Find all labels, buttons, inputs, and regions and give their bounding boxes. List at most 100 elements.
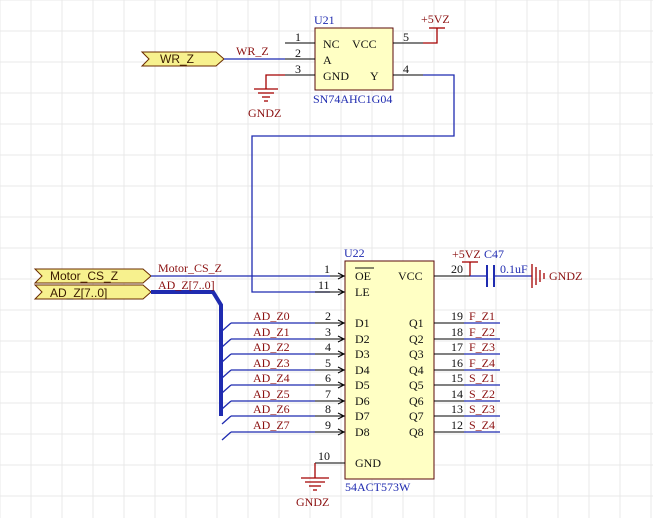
u21-pin-2-number: 2 bbox=[295, 46, 301, 60]
u21-pin-3-number: 3 bbox=[295, 62, 301, 76]
u22-part: 54ACT573W bbox=[345, 480, 411, 494]
motor-cs-port[interactable]: Motor_CS_Z bbox=[33, 268, 152, 284]
motor-cs-port-label: Motor_CS_Z bbox=[50, 269, 118, 283]
wr-net-label: WR_Z bbox=[236, 44, 269, 58]
q-net-label: S_Z1 bbox=[469, 371, 495, 385]
u21-component[interactable]: U21 SN74AHC1G04 NC VCC A GND Y 1 2 3 5 4 bbox=[285, 13, 423, 106]
u22-d-pin-number: 3 bbox=[325, 325, 331, 339]
ad-net-label: AD_Z2 bbox=[253, 340, 290, 354]
u21-y-to-le-wire bbox=[251, 74, 455, 293]
u22-d-pin-arrow bbox=[337, 381, 346, 389]
ad-net-label: AD_Z3 bbox=[253, 356, 290, 370]
u22-d-pin-label: D1 bbox=[355, 316, 370, 330]
u22-d-pin-arrow bbox=[337, 366, 346, 374]
ad-net-label: AD_Z4 bbox=[253, 371, 290, 385]
u22-d-pin-arrow bbox=[337, 350, 346, 358]
u22-power-symbol: +5VZ bbox=[452, 247, 481, 276]
u22-q-pin-label: Q1 bbox=[409, 316, 424, 330]
ad-bus bbox=[151, 290, 223, 416]
u21-ground-symbol: GNDZ bbox=[248, 74, 285, 120]
u21-pin-a-label: A bbox=[323, 53, 332, 67]
u22-d-pin-number: 2 bbox=[325, 309, 331, 323]
u22-q-pin-label: Q3 bbox=[409, 347, 424, 361]
u22-d-pin-number: 4 bbox=[325, 340, 331, 354]
u22-d-pin-number: 8 bbox=[325, 402, 331, 416]
u22-d-pin-label: D2 bbox=[355, 332, 370, 346]
q-net-label: F_Z2 bbox=[469, 325, 495, 339]
u22-d-pin-number: 7 bbox=[325, 387, 331, 401]
u22-pin-1-number: 1 bbox=[324, 262, 330, 276]
c47-ground-symbol: GNDZ bbox=[531, 264, 582, 288]
u22-pin-20-number: 20 bbox=[451, 262, 463, 276]
u21-pin-nc-label: NC bbox=[323, 37, 340, 51]
u21-designator: U21 bbox=[314, 13, 335, 27]
ad-bus-port[interactable]: AD_Z[7..0] bbox=[33, 284, 152, 300]
ad-net-label: AD_Z0 bbox=[253, 309, 290, 323]
u22-q-pin-number: 19 bbox=[451, 309, 463, 323]
ad-bus-net-label: AD_Z[7..0] bbox=[158, 278, 215, 292]
u22-d-pin-number: 6 bbox=[325, 371, 331, 385]
u22-component[interactable]: U22 54ACT573W OE LE VCC GND 1 11 20 10 A… bbox=[221, 246, 500, 494]
wr-port[interactable]: WR_Z bbox=[140, 51, 225, 67]
u22-body bbox=[344, 260, 435, 480]
u22-power-label: +5VZ bbox=[452, 247, 481, 261]
ad-net-label: AD_Z1 bbox=[253, 325, 290, 339]
u22-d-pin-label: D7 bbox=[355, 409, 370, 423]
u22-ground-label: GNDZ bbox=[296, 495, 329, 509]
bus-entry bbox=[221, 338, 232, 348]
bus-entry bbox=[221, 384, 232, 394]
q-net-label: S_Z2 bbox=[469, 387, 495, 401]
u22-d-pin-arrow bbox=[337, 335, 346, 343]
u22-q-pin-label: Q2 bbox=[409, 332, 424, 346]
u21-pin-vcc-label: VCC bbox=[352, 37, 377, 51]
c47-value: 0.1uF bbox=[500, 262, 528, 276]
u22-q-pin-number: 15 bbox=[451, 371, 463, 385]
u22-d-pin-arrow bbox=[337, 397, 346, 405]
u22-q-pin-number: 13 bbox=[451, 402, 463, 416]
q-net-label: S_Z4 bbox=[469, 418, 495, 432]
wr-port-label: WR_Z bbox=[160, 52, 194, 66]
u22-q-pin-label: Q8 bbox=[409, 425, 424, 439]
u22-d-pin-label: D4 bbox=[355, 363, 370, 377]
bus-entry bbox=[221, 400, 232, 410]
u22-d-pin-label: D3 bbox=[355, 347, 370, 361]
q-net-label: S_Z3 bbox=[469, 402, 495, 416]
u21-pin-4-number: 4 bbox=[403, 62, 409, 76]
u22-d-pin-arrow bbox=[337, 319, 346, 327]
u22-q-pin-label: Q6 bbox=[409, 394, 424, 408]
u22-pin-gnd-label: GND bbox=[355, 456, 381, 470]
ad-net-label: AD_Z5 bbox=[253, 387, 290, 401]
u22-d-pin-arrow bbox=[337, 412, 346, 420]
u22-q-pin-number: 12 bbox=[451, 418, 463, 432]
u21-body bbox=[314, 27, 394, 91]
u22-pin-le-label: LE bbox=[355, 285, 370, 299]
bus-entry bbox=[221, 431, 232, 441]
motor-cs-net-label: Motor_CS_Z bbox=[158, 261, 222, 275]
ad-net-label: AD_Z7 bbox=[253, 418, 290, 432]
u22-pin-1-arrow bbox=[337, 272, 346, 280]
c47-capacitor[interactable]: C47 0.1uF bbox=[470, 247, 532, 287]
u21-pin-gnd-label: GND bbox=[323, 69, 349, 83]
u22-q-pin-number: 16 bbox=[451, 356, 463, 370]
u21-part: SN74AHC1G04 bbox=[313, 92, 392, 106]
u22-pin-11-number: 11 bbox=[318, 278, 330, 292]
u22-d-pin-number: 5 bbox=[325, 356, 331, 370]
u22-q-pin-label: Q5 bbox=[409, 378, 424, 392]
u21-power-symbol: +5VZ bbox=[421, 12, 450, 44]
u22-pin-oe-label: OE bbox=[355, 269, 371, 283]
u22-d-pin-label: D6 bbox=[355, 394, 370, 408]
ad-net-label: AD_Z6 bbox=[253, 402, 290, 416]
u22-q-pin-number: 18 bbox=[451, 325, 463, 339]
u22-d-pin-label: D5 bbox=[355, 378, 370, 392]
u22-q-pin-label: Q4 bbox=[409, 363, 424, 377]
q-net-label: F_Z4 bbox=[469, 356, 495, 370]
c47-designator: C47 bbox=[484, 247, 504, 261]
u22-q-pin-label: Q7 bbox=[409, 409, 424, 423]
u22-pin-11-arrow bbox=[337, 288, 346, 296]
q-net-label: F_Z1 bbox=[469, 309, 495, 323]
u21-pin-y-label: Y bbox=[370, 69, 379, 83]
ad-bus-port-label: AD_Z[7..0] bbox=[50, 286, 107, 300]
u21-pin-1-number: 1 bbox=[295, 30, 301, 44]
